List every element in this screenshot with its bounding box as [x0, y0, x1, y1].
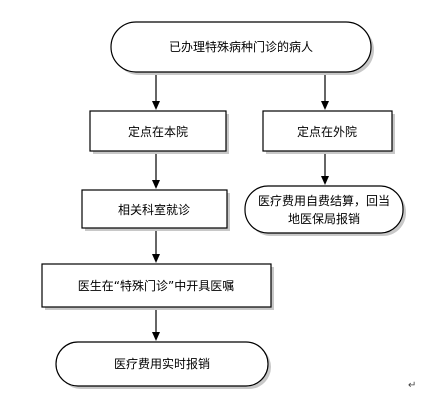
- arrowhead-local: [152, 101, 160, 110]
- edges: [152, 74, 329, 341]
- node-doctor-label: 医生在“特殊门诊”中开具医嘱: [78, 278, 234, 293]
- node-realtime: 医疗费用实时报销: [55, 341, 271, 389]
- node-start-shape: [110, 21, 372, 73]
- node-dept-label: 相关科室就诊: [118, 202, 190, 217]
- node-dept: 相关科室就诊: [81, 189, 230, 231]
- node-local-shape: [89, 110, 227, 152]
- node-dept-shape: [81, 189, 228, 229]
- node-local: 定点在本院: [89, 110, 229, 154]
- node-start-label: 已办理特殊病种门诊的病人: [169, 39, 313, 54]
- node-local-label: 定点在本院: [128, 124, 188, 139]
- arrowhead-selfpay: [321, 176, 329, 185]
- arrowhead-dept: [152, 180, 160, 189]
- node-realtime-label: 医疗费用实时报销: [114, 356, 210, 371]
- node-doctor: 医生在“特殊门诊”中开具医嘱: [41, 263, 274, 310]
- node-external: 定点在外院: [262, 110, 395, 154]
- arrowhead-doctor: [152, 254, 160, 263]
- node-selfpay-shape: [244, 185, 404, 234]
- paragraph-mark: ↵: [408, 380, 416, 391]
- node-external-shape: [262, 110, 393, 152]
- node-selfpay: 医疗费用自费结算，回当 地医保局报销: [244, 185, 406, 236]
- node-selfpay-label-line1: 医疗费用自费结算，回当: [258, 193, 390, 208]
- node-external-label: 定点在外院: [297, 124, 357, 139]
- node-realtime-shape: [55, 341, 269, 387]
- arrowhead-external: [321, 101, 329, 110]
- node-start: 已办理特殊病种门诊的病人: [110, 21, 374, 75]
- node-selfpay-label-line2: 地医保局报销: [288, 211, 360, 226]
- node-doctor-shape: [41, 263, 272, 308]
- arrowhead-realtime: [152, 332, 160, 341]
